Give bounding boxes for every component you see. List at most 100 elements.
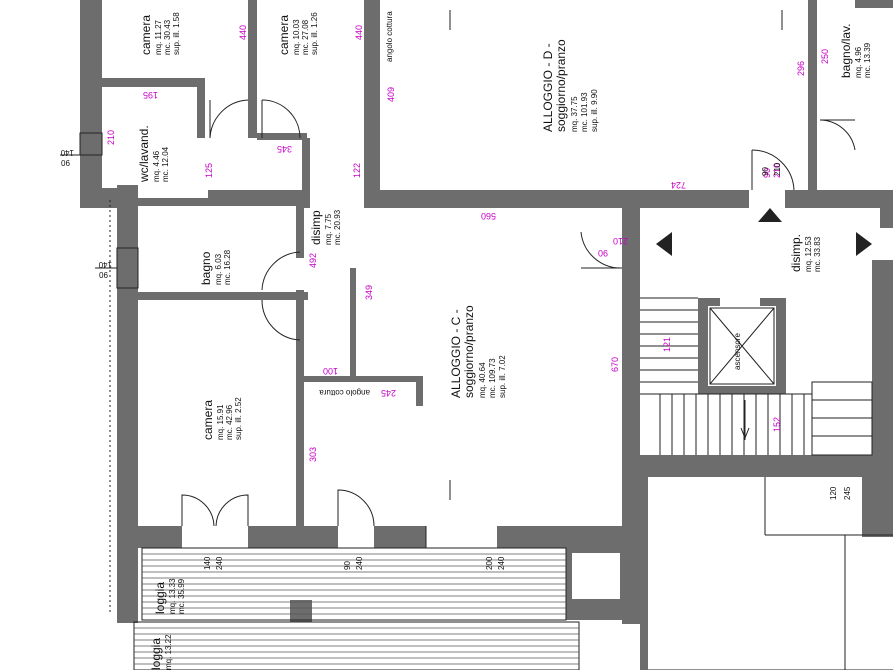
dimensions-black: 140 90 140 90 140 240 90 240 200 240 120… <box>60 148 852 570</box>
dim-label: 200 <box>485 556 494 570</box>
room-name: soggiorno/pranzo <box>462 305 476 398</box>
room-name: disimp <box>309 210 323 245</box>
dim-label: 121 <box>662 337 672 352</box>
dim-label: 303 <box>308 447 318 462</box>
dim-label: 90 <box>61 158 70 167</box>
room-area: mq. 12.53 <box>804 236 813 272</box>
room-volume: mc. 30.43 <box>163 19 172 55</box>
room-area: mq. 10.03 <box>292 19 301 55</box>
dim-label: 345 <box>277 144 292 154</box>
room-window-area: sup. ill. 2.52 <box>234 397 243 440</box>
room-volume: mc. 33.83 <box>813 236 822 272</box>
room-area: mq. 4.46 <box>152 150 161 182</box>
room-area: mq. 40.64 <box>478 362 487 398</box>
dim-label: 122 <box>352 163 362 178</box>
door-swings <box>181 99 856 548</box>
dim-label: 440 <box>354 25 364 40</box>
dim-label: 210 <box>613 236 628 246</box>
apartment-title: ALLOGGIO - C - <box>449 309 463 398</box>
room-volume: mc. 27.08 <box>301 19 310 55</box>
dim-label: 90 <box>343 561 352 570</box>
dim-label: 296 <box>796 61 806 76</box>
angolo-cottura-mid: angolo cottura <box>319 388 370 397</box>
dim-label: 670 <box>610 357 620 372</box>
room-disimp-r: disimp. mq. 12.53 mc. 33.83 <box>789 234 822 272</box>
room-camera-big: camera mq. 15.91 mc. 42.96 sup. ill. 2.5… <box>201 397 243 440</box>
room-area: mq. 37.75 <box>570 96 579 132</box>
room-alloggio-d: ALLOGGIO - D - soggiorno/pranzo mq. 37.7… <box>541 39 599 132</box>
room-wc: wc/lavand. mq. 4.46 mc. 12.04 <box>137 125 170 183</box>
room-window-area: sup. ill. 1.26 <box>310 12 319 55</box>
dim-label: 210 <box>772 163 782 178</box>
room-name: wc/lavand. <box>137 125 151 183</box>
room-name: loggia <box>153 582 167 614</box>
dim-label: 245 <box>843 486 852 500</box>
room-area: mq. 15.91 <box>216 404 225 440</box>
walls <box>80 0 893 670</box>
dim-label: 409 <box>386 87 396 102</box>
dim-label: 440 <box>238 25 248 40</box>
dim-label: 250 <box>820 49 830 64</box>
room-alloggio-c: ALLOGGIO - C - soggiorno/pranzo mq. 40.6… <box>449 305 507 398</box>
dim-label: 349 <box>364 285 374 300</box>
elevator-icon <box>709 307 775 385</box>
dim-label: 240 <box>215 556 224 570</box>
dim-label: 90 <box>761 167 770 176</box>
dim-label: 140 <box>60 148 74 157</box>
room-name: loggia <box>149 638 163 670</box>
room-area: mq. 6.03 <box>214 253 223 285</box>
room-volume: mc. 16.28 <box>223 249 232 285</box>
room-area: mq. 13.22 <box>164 634 173 670</box>
dim-label: 245 <box>381 388 396 398</box>
window-frames <box>60 132 139 289</box>
dim-label: 100 <box>323 366 338 376</box>
dim-label: 195 <box>143 90 158 100</box>
dimensions: 440 440 195 210 345 125 122 409 724 560 … <box>106 25 830 462</box>
dim-label: 120 <box>829 486 838 500</box>
loggia-hatch <box>109 200 893 670</box>
room-area: mq. 13.33 <box>168 578 177 614</box>
dim-label: 140 <box>98 260 112 269</box>
dim-label: 560 <box>481 211 496 221</box>
dim-label: 140 <box>203 556 212 570</box>
room-loggia: loggia mq. 13.33 mc. 35.99 <box>153 578 186 614</box>
dim-label: 492 <box>308 253 318 268</box>
dim-label: 90 <box>762 168 772 178</box>
dim-label: 125 <box>204 163 214 178</box>
dim-label: 240 <box>355 556 364 570</box>
room-camera-tm: camera mq. 10.03 mc. 27.08 sup. ill. 1.2… <box>277 12 319 55</box>
angolo-cottura-top: angolo cottura <box>385 11 394 62</box>
room-bagno-lav: bagno/lav. mq. 4.96 mc. 13.39 <box>839 24 872 79</box>
room-name: disimp. <box>789 234 803 272</box>
ascensore-label: ascensore <box>733 333 742 370</box>
room-name: camera <box>201 400 215 440</box>
room-area: mq. 7.75 <box>324 213 333 245</box>
room-window-area: sup. ill. 1.58 <box>172 12 181 55</box>
apartment-title: ALLOGGIO - D - <box>541 43 555 132</box>
room-volume: mc. 20.93 <box>333 209 342 245</box>
room-window-area: sup. ill. 7.02 <box>498 355 507 398</box>
staircase <box>640 208 873 456</box>
room-name: camera <box>139 15 153 55</box>
dim-label: 240 <box>497 556 506 570</box>
room-area: mq. 11.27 <box>154 19 163 55</box>
room-volume: mc. 12.04 <box>161 146 170 182</box>
room-camera-tl: camera mq. 11.27 mc. 30.43 sup. ill. 1.5… <box>139 12 181 55</box>
room-disimp-c: disimp mq. 7.75 mc. 20.93 <box>309 209 342 245</box>
room-window-area: sup. ill. 9.90 <box>590 89 599 132</box>
room-volume: mc. 42.96 <box>225 404 234 440</box>
dim-label: 152 <box>772 417 782 432</box>
room-volume: mc. 109.73 <box>488 358 497 398</box>
room-name: bagno <box>199 251 213 285</box>
dim-label: 210 <box>106 130 116 145</box>
dim-label: 724 <box>671 180 686 190</box>
dim-label: 210 <box>773 162 782 176</box>
room-bagno: bagno mq. 6.03 mc. 16.28 <box>199 249 232 285</box>
room-area: mq. 4.96 <box>854 46 863 78</box>
room-name: soggiorno/pranzo <box>554 39 568 132</box>
dim-label: 90 <box>99 270 108 279</box>
room-volume: mc. 13.39 <box>863 42 872 78</box>
axis-ticks <box>449 10 783 500</box>
